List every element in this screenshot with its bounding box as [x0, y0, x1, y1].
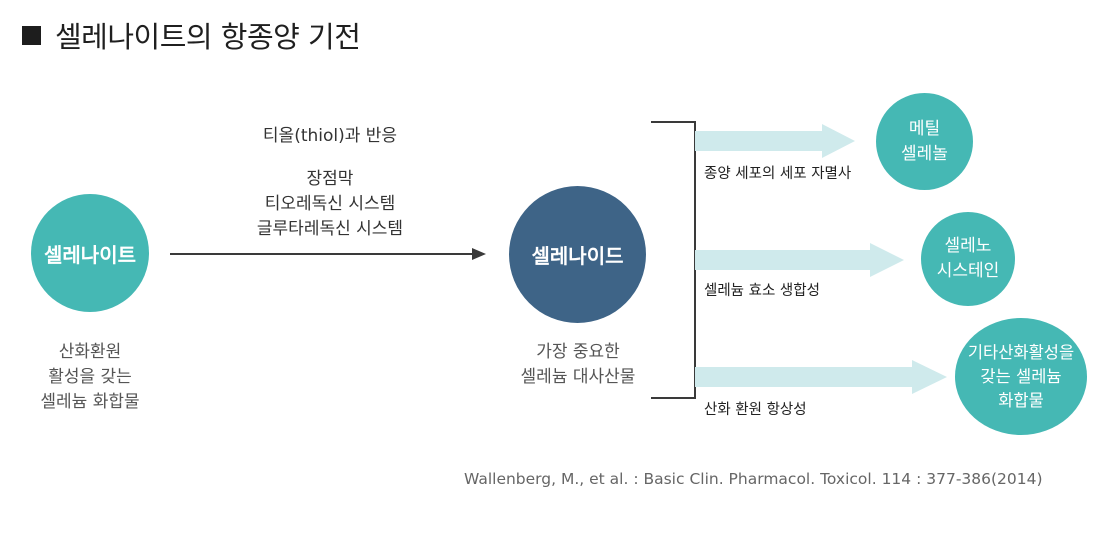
branch-effect-2: 셀레늄 효소 생합성	[704, 283, 820, 299]
selenite-node: 셀레나이트	[31, 194, 149, 312]
outcome-node-2: 셀레노 시스테인	[921, 212, 1015, 306]
reaction-pathways-label: 장점막 티오레독신 시스템 글루타레독신 시스템	[256, 169, 404, 239]
title-text: 셀레나이트의 항종양 기전	[55, 20, 361, 54]
source-credit: Wallenberg, M., et al. : Basic Clin. Pha…	[464, 470, 1043, 488]
outcome-node-1: 메틸 셀레놀	[876, 93, 973, 190]
outcome-node-3: 기타산화활성을 갖는 셀레늄 화합물	[955, 318, 1087, 435]
reaction-top-label: 티올(thiol)과 반응	[262, 126, 398, 146]
branch-effect-1: 종양 세포의 세포 자멸사	[704, 166, 852, 182]
page-title: 셀레나이트의 항종양 기전	[22, 14, 361, 56]
branch-arrow-3	[695, 360, 947, 394]
selenide-caption: 가장 중요한 셀레늄 대사산물	[520, 342, 636, 387]
title-square-bullet	[22, 25, 41, 45]
main-arrow-head	[472, 248, 486, 260]
branch-arrow-2	[695, 243, 904, 277]
selenide-node: 셀레나이드	[509, 186, 646, 323]
selenite-caption: 산화환원 활성을 갖는 셀레늄 화합물	[40, 342, 140, 412]
branch-effect-3: 산화 환원 항상성	[704, 402, 807, 418]
branch-arrow-1	[695, 124, 855, 158]
